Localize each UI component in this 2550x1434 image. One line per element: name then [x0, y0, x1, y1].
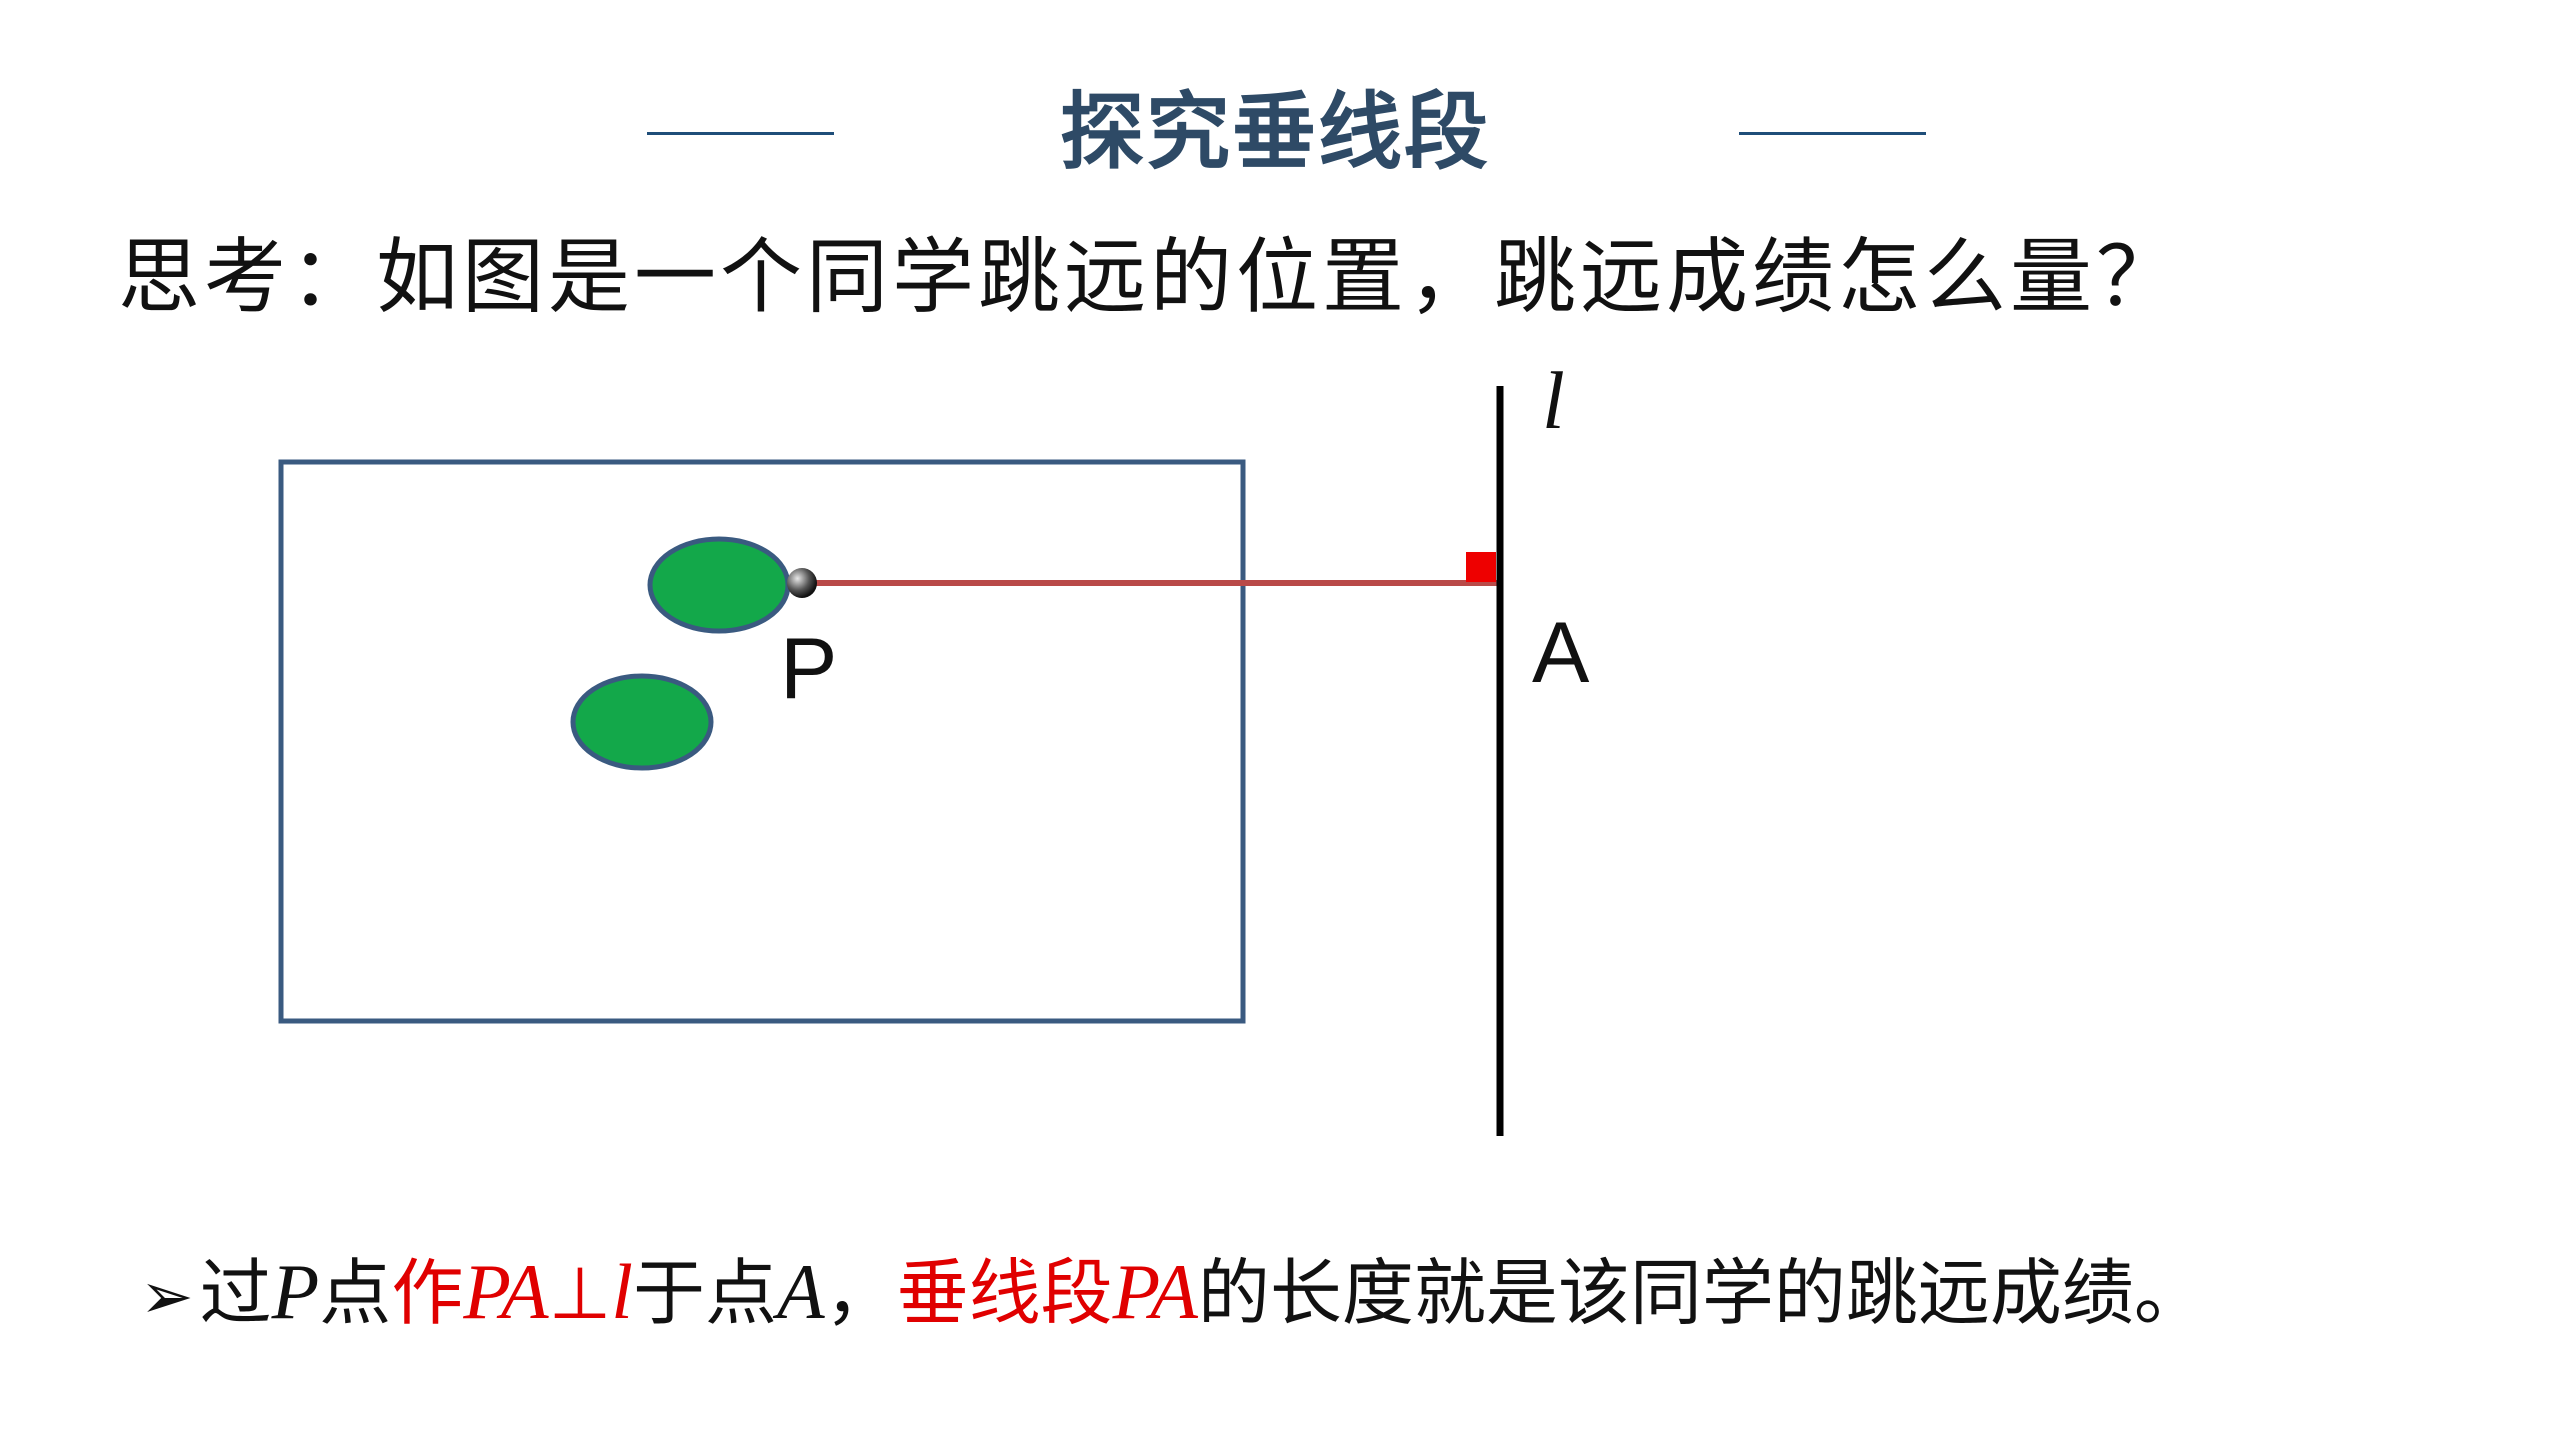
point-p-dot: [787, 568, 817, 598]
conclusion-comma: ，: [824, 1251, 897, 1335]
conclusion-text: ➢过P点作PA⊥l于点A，垂线段PA的长度就是该同学的跳远成绩。: [140, 1232, 2540, 1357]
point-a-label: A: [1532, 605, 1590, 701]
sand-pit-rectangle: [278, 459, 1246, 1024]
title-decor-line-left: [647, 132, 834, 135]
page-title: 探究垂线段: [1059, 83, 1490, 181]
conclusion-part: 于点: [632, 1251, 777, 1335]
conclusion-part: 点: [319, 1251, 392, 1335]
footprint-lower: [570, 673, 714, 771]
perpendicular-symbol: ⊥: [548, 1251, 612, 1335]
conclusion-math-p: P: [271, 1248, 320, 1335]
conclusion-part: 的长度就是该同学的跳远成绩。: [1197, 1251, 2206, 1335]
question-text: 思考：如图是一个同学跳远的位置，跳远成绩怎么量？: [118, 230, 2183, 325]
conclusion-math-l: l: [611, 1248, 633, 1335]
title-decor-line-right: [1739, 132, 1926, 135]
conclusion-part-red: 垂线段: [896, 1251, 1113, 1335]
line-l-label: l: [1542, 355, 1565, 446]
bullet-arrow-icon: ➢: [140, 1260, 194, 1334]
conclusion-math-a: A: [776, 1248, 825, 1335]
title-bar: 探究垂线段: [0, 75, 2550, 190]
conclusion-part-red: 作: [391, 1251, 464, 1335]
right-angle-marker: [1466, 552, 1496, 582]
point-p-label: P: [780, 621, 838, 717]
conclusion-part: 过: [199, 1251, 272, 1335]
conclusion-math-pa: PA: [463, 1248, 549, 1335]
conclusion-math-pa: PA: [1112, 1248, 1198, 1335]
footprint-upper: [647, 536, 791, 634]
